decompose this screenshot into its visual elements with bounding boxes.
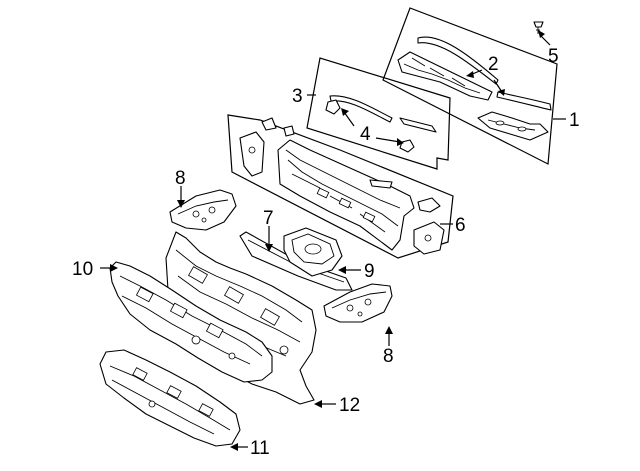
part-4-grommets [325, 95, 437, 153]
callout-1: 1 [569, 110, 580, 131]
callout-5: 5 [548, 46, 559, 67]
callout-6: 6 [455, 215, 466, 236]
callout-12: 12 [339, 395, 360, 416]
part-9-bracket [283, 227, 343, 277]
part-10-insulator [109, 261, 273, 383]
leader-lines [100, 30, 551, 451]
callout-11: 11 [250, 438, 270, 459]
part-8-bracket-upper [169, 189, 237, 231]
callout-4: 4 [360, 124, 371, 145]
part-8-bracket-lower [323, 283, 393, 323]
part-5-clip [533, 21, 544, 34]
callout-labels: 1 2 3 4 5 6 7 8 8 9 10 11 12 [72, 46, 580, 459]
callout-3: 3 [292, 86, 303, 107]
callout-10: 10 [72, 259, 93, 280]
callout-9: 9 [364, 261, 375, 282]
arrow-5 [538, 30, 545, 38]
part-11-insulator [99, 349, 241, 447]
callout-8-lower: 8 [383, 346, 394, 367]
part-2-weatherstrip [417, 36, 552, 111]
callout-7: 7 [263, 208, 274, 229]
part-6-cowl-panel [239, 117, 445, 255]
group-box-1 [382, 7, 566, 165]
callout-2: 2 [488, 54, 499, 75]
part-1-cowl-panel [397, 51, 549, 141]
group-box-3 [306, 57, 451, 170]
callout-8-upper: 8 [175, 168, 186, 189]
